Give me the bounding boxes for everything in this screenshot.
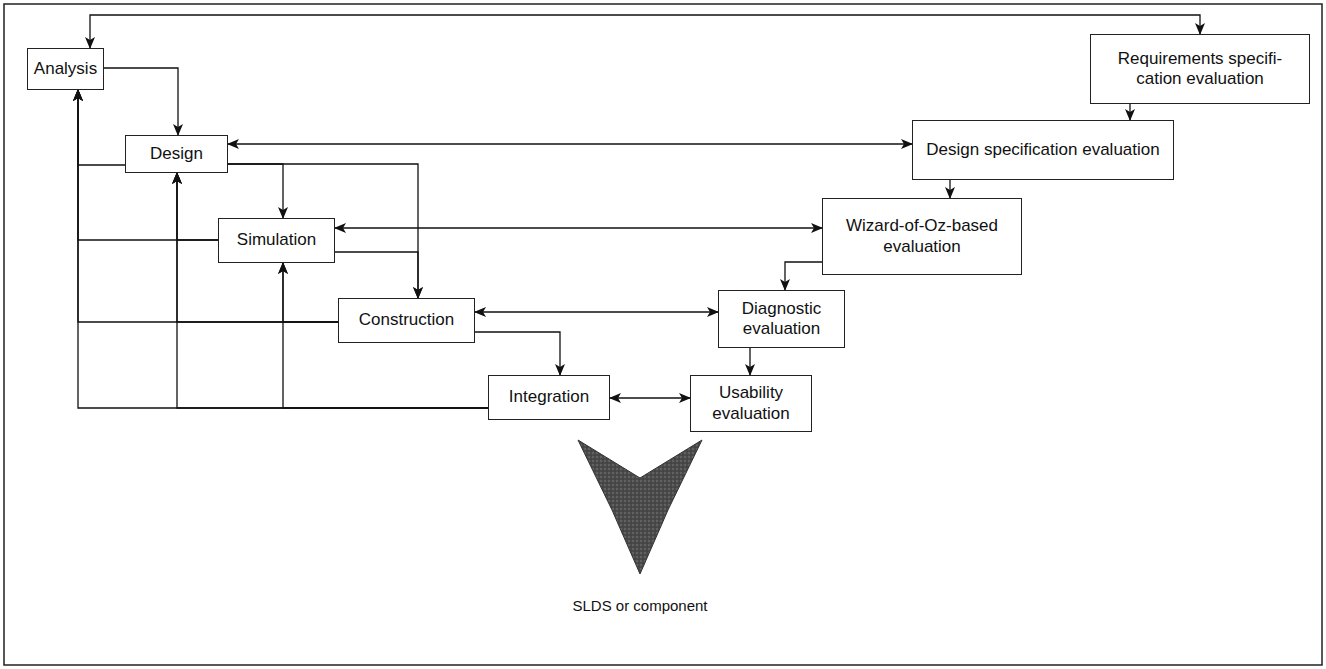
flow-arrow (1129, 104, 1130, 120)
box-label: Simulation (237, 230, 316, 250)
box-label: Wizard-of-Oz-based evaluation (831, 216, 1013, 257)
evaluation-box: Diagnostic evaluation (718, 290, 845, 348)
process-box: Analysis (27, 48, 104, 90)
flow-arrow (283, 263, 488, 408)
flow-arrow (785, 262, 822, 290)
flow-arrow (228, 164, 283, 218)
flow-arrow (949, 180, 950, 198)
flow-arrow (749, 348, 750, 375)
box-label: Diagnostic evaluation (727, 299, 836, 340)
box-label: Requirements specifi- cation evaluation (1099, 49, 1301, 90)
flow-arrow (78, 90, 125, 165)
flow-arrow (177, 173, 488, 408)
flow-arrow (610, 397, 690, 398)
box-label: Integration (509, 387, 589, 407)
evaluation-box: Requirements specifi- cation evaluation (1090, 34, 1310, 104)
process-box: Simulation (218, 218, 335, 263)
process-box: Design (125, 135, 228, 173)
flow-arrow (335, 227, 822, 228)
evaluation-box: Usability evaluation (690, 375, 812, 432)
frame-border (4, 4, 1322, 665)
flow-arrow (475, 311, 718, 312)
box-label: Usability evaluation (699, 383, 803, 424)
flow-arrow (78, 90, 338, 322)
process-box: Construction (338, 298, 475, 343)
process-box: Integration (488, 375, 610, 420)
box-label: Design specification evaluation (926, 140, 1159, 160)
flow-arrow (283, 263, 338, 322)
result-label: SLDS or component (490, 597, 790, 614)
result-arrow (578, 440, 702, 574)
flow-arrow (335, 252, 418, 298)
flow-arrow (177, 173, 338, 322)
flow-arrow (78, 90, 488, 408)
flow-arrow (228, 143, 912, 144)
flow-arrow (90, 15, 1200, 48)
box-label: Construction (359, 310, 454, 330)
flow-arrow (177, 173, 218, 240)
evaluation-box: Wizard-of-Oz-based evaluation (822, 198, 1022, 275)
flow-arrow (104, 68, 178, 135)
flow-arrow (475, 332, 560, 375)
box-label: Analysis (34, 59, 97, 79)
evaluation-box: Design specification evaluation (912, 120, 1174, 180)
box-label: Design (150, 144, 203, 164)
